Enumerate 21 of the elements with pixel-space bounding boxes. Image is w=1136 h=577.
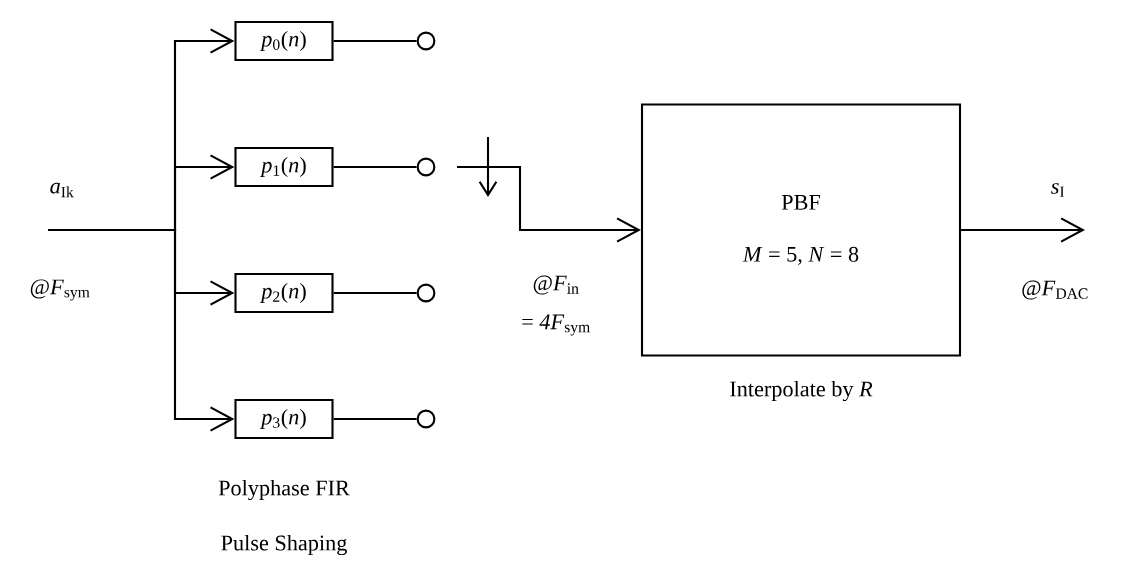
signal-arrow xyxy=(457,165,641,243)
output-terminal xyxy=(416,157,436,177)
caption-text: Pulse Shaping xyxy=(221,534,347,556)
rate-label: @F$_{in}$ xyxy=(533,275,579,295)
signal-arrow xyxy=(48,228,235,432)
rate-label: = 4F$_{sym}$ xyxy=(522,314,590,336)
output-terminal xyxy=(416,409,436,429)
output-terminal xyxy=(416,283,436,303)
signal-arrow xyxy=(961,217,1085,243)
output-terminal xyxy=(416,31,436,51)
filter-box: p$_{0}$(n) xyxy=(234,20,334,62)
caption-text: Interpolate by R xyxy=(730,380,873,402)
caption-text: Polyphase FIR xyxy=(218,479,350,501)
filter-box: p$_{3}$(n) xyxy=(234,398,334,440)
filter-box: p$_{1}$(n) xyxy=(234,146,334,188)
signal-label: a$_{Ik}$ xyxy=(50,182,74,198)
rate-label: @F$_{DAC}$ xyxy=(1022,280,1088,300)
rate-label: @F$_{sym}$ xyxy=(30,279,90,301)
filter-block: PBF M = 5, N = 8 xyxy=(640,103,962,357)
signal-label: s$_{I}$ xyxy=(1051,183,1065,197)
filter-box: p$_{2}$(n) xyxy=(234,272,334,314)
